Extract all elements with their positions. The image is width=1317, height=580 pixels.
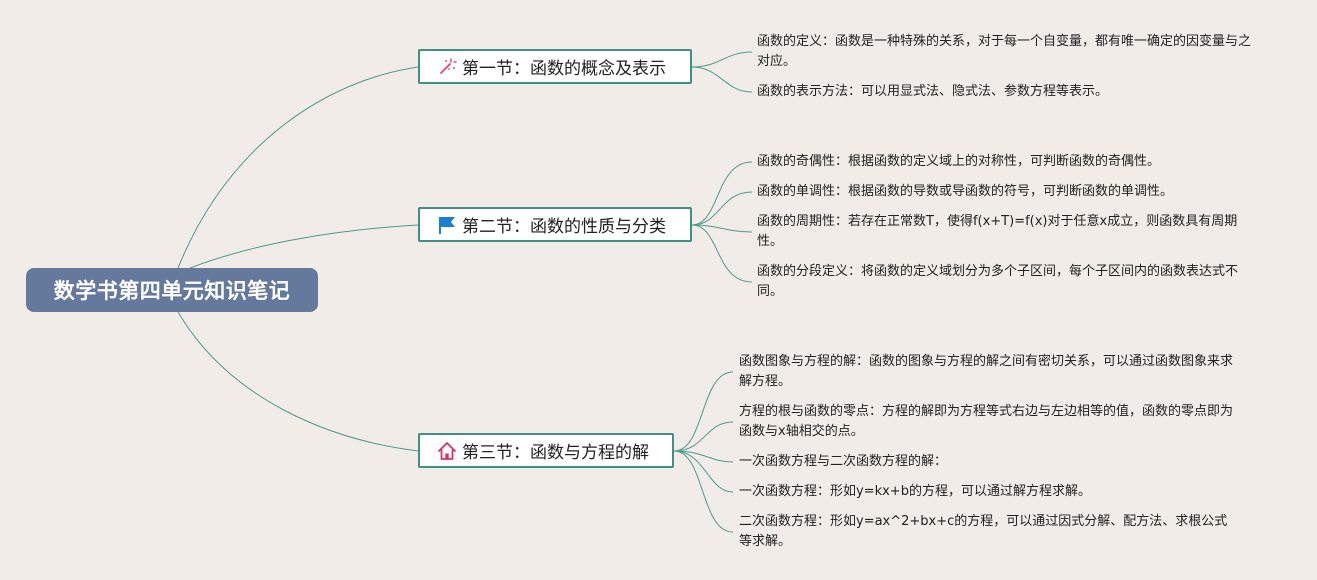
section-3-item-5: 二次函数方程：形如y=ax^2+bx+c的方程，可以通过因式分解、配方法、求根公… bbox=[739, 514, 1228, 549]
section-2-leaf-3-link bbox=[691, 224, 753, 233]
section-2-item-2: 函数的单调性：根据函数的导数或导函数的符号，可判断函数的单调性。 bbox=[757, 184, 1174, 199]
root-topic[interactable]: 数学书第四单元知识笔记 bbox=[26, 268, 318, 312]
section-3-leaf-4-link bbox=[673, 450, 734, 493]
section-3-item-1: 函数图象与方程的解：函数的图象与方程的解之间有密切关系，可以通过函数图象来求解方… bbox=[739, 354, 1234, 389]
section-1-leaf-1-link bbox=[691, 51, 753, 68]
root-to-section-2-link bbox=[189, 224, 419, 269]
section-3-leaf-1-link bbox=[673, 371, 734, 452]
house-icon bbox=[436, 440, 458, 462]
section-3-title: 第三节：函数与方程的解 bbox=[462, 443, 649, 463]
section-1-topic[interactable]: 第一节：函数的概念及表示 bbox=[418, 49, 692, 84]
section-2-item-4: 函数的分段定义：将函数的定义域划分为多个子区间，每个子区间内的函数表达式不同。 bbox=[757, 264, 1239, 299]
section-2-title: 第二节：函数的性质与分类 bbox=[462, 217, 666, 237]
section-2-leaf-1-link bbox=[691, 161, 753, 226]
section-3-leaf-5-link bbox=[673, 450, 734, 533]
section-3-item-2: 方程的根与函数的零点：方程的解即为方程等式右边与左边相等的值，函数的零点即为函数… bbox=[739, 404, 1234, 439]
section-3-item-3: 一次函数方程与二次函数方程的解： bbox=[739, 454, 948, 469]
root-title: 数学书第四单元知识笔记 bbox=[53, 279, 291, 303]
magic-wand-icon bbox=[436, 56, 458, 78]
section-1-title: 第一节：函数的概念及表示 bbox=[462, 59, 666, 79]
section-3-leaf-2-link bbox=[673, 421, 734, 452]
root-to-section-3-link bbox=[177, 311, 419, 452]
root-to-section-1-link bbox=[177, 66, 419, 269]
flag-icon bbox=[436, 214, 458, 236]
section-3-topic[interactable]: 第三节：函数与方程的解 bbox=[418, 433, 674, 468]
section-2-leaf-2-link bbox=[691, 191, 753, 226]
section-3-item-4: 一次函数方程：形如y=kx+b的方程，可以通过解方程求解。 bbox=[739, 484, 1091, 499]
section-2-item-3: 函数的周期性：若存在正常数T，使得f(x+T)=f(x)对于任意x成立，则函数具… bbox=[757, 214, 1238, 249]
section-1-item-2: 函数的表示方法：可以用显式法、隐式法、参数方程等表示。 bbox=[757, 84, 1109, 99]
section-1-leaf-2-link bbox=[691, 66, 753, 93]
section-2-item-1: 函数的奇偶性：根据函数的定义域上的对称性，可判断函数的奇偶性。 bbox=[757, 154, 1161, 169]
section-1-item-1: 函数的定义：函数是一种特殊的关系，对于每一个自变量，都有唯一确定的因变量与之对应… bbox=[757, 34, 1252, 69]
section-2-topic[interactable]: 第二节：函数的性质与分类 bbox=[418, 207, 692, 242]
section-3-leaf-3-link bbox=[673, 450, 734, 463]
section-2-leaf-4-link bbox=[691, 224, 753, 283]
